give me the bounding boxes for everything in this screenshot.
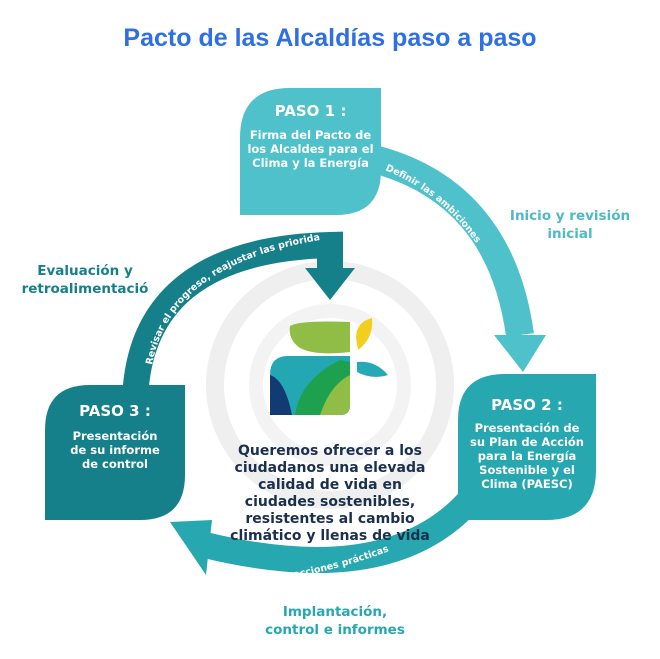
step3-label: PASO 3 : — [79, 402, 151, 420]
arrow-step3-to-center — [122, 231, 343, 401]
phase-start-line: inicial — [547, 226, 593, 242]
arrow-step1-to-step2 — [366, 144, 534, 337]
step2-desc-line: su Plan de Acción — [470, 435, 584, 449]
step1-shape[interactable] — [240, 88, 381, 215]
phase-evaluation-line: Evaluación y — [37, 263, 133, 279]
arrowhead-center — [305, 268, 355, 300]
step3-shape[interactable] — [45, 385, 185, 520]
arrow-step2-to-step3 — [201, 491, 480, 573]
arrowhead-step3 — [170, 520, 212, 575]
phase-start: Inicio y revisión inicial — [495, 207, 645, 243]
step3-desc-line: de control — [82, 457, 148, 471]
step3-desc-line: de su informe — [70, 443, 160, 457]
step2-desc-line: Presentación de — [474, 421, 580, 435]
page-title: Pacto de las Alcaldías paso a paso — [123, 24, 537, 52]
step1-box: PASO 1 : Firma del Pacto de los Alcaldes… — [240, 102, 381, 170]
step3-desc-line: Presentación — [72, 429, 158, 443]
phase-implementation-line: control e informes — [265, 622, 405, 638]
step2-desc-line: Clima (PAESC) — [481, 477, 573, 491]
phase-evaluation-line: retroalimentació — [21, 281, 149, 297]
phase-implementation: Implantación, control e informes — [245, 603, 425, 639]
step2-shape[interactable] — [458, 374, 596, 520]
phase-start-line: Inicio y revisión — [509, 208, 631, 224]
step2-box: PASO 2 : Presentación de su Plan de Acci… — [458, 396, 596, 491]
step1-label: PASO 1 : — [274, 102, 347, 120]
step2-label: PASO 2 : — [491, 396, 563, 414]
step1-desc-line: Clima y la Energía — [252, 156, 369, 170]
step3-box: PASO 3 : Presentación de su informe de c… — [45, 402, 185, 471]
mission-statement: Queremos ofrecer a los ciudadanos una el… — [230, 443, 430, 544]
covenant-logo — [270, 318, 388, 415]
inner-ring — [249, 304, 411, 466]
phase-evaluation: Evaluación y retroalimentació — [5, 262, 165, 298]
step2-desc-line: Sostenible y el — [479, 463, 575, 477]
step2-desc-line: para la Energía — [477, 449, 577, 463]
phase-implementation-line: Implantación, — [282, 604, 388, 620]
arrowhead-step2 — [494, 335, 546, 372]
step1-desc-line: los Alcaldes para el — [247, 142, 374, 156]
step1-desc-line: Firma del Pacto de — [249, 128, 372, 142]
